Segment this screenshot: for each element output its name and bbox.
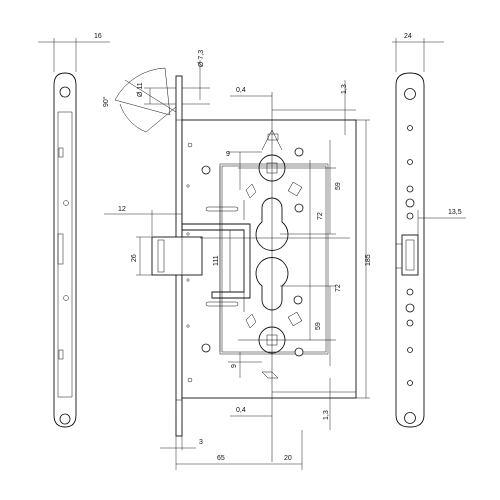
right-faceplate <box>395 72 425 428</box>
latch-height-label: 26 <box>131 254 138 262</box>
inner-height-label: 111 <box>213 255 220 266</box>
offset-top-label: 0,4 <box>236 87 246 94</box>
face-offset-label: 20 <box>284 455 292 462</box>
left-plate-width-label: 16 <box>94 33 102 40</box>
cyl-gap-bottom-label: 9 <box>231 364 238 368</box>
left-faceplate <box>53 72 77 428</box>
faceplate-thickness-label: 3 <box>199 439 203 446</box>
top-gap-label: 1,3 <box>341 84 348 94</box>
backset-label: 65 <box>217 455 225 462</box>
body-dimensions: 0,4 1,3 9 59 72 72 59 185 9 0 <box>104 80 372 470</box>
diameter-small-label: Ø 11 <box>137 82 144 97</box>
right-projection-label: 13,5 <box>448 209 462 216</box>
bottom-gap-label: 1,3 <box>323 410 330 420</box>
hub-to-cyl-top-label: 59 <box>335 182 342 190</box>
latch-width-label: 12 <box>118 206 126 213</box>
dim-right-plate: 24 13,5 <box>392 33 466 236</box>
hub-to-cyl-bottom-label: 59 <box>315 322 322 330</box>
center-to-top-label: 72 <box>317 212 324 220</box>
center-to-bottom-label: 72 <box>335 284 342 292</box>
dim-left-plate-width: 16 <box>38 33 110 72</box>
lock-body <box>151 75 357 462</box>
offset-bottom-label: 0,4 <box>236 407 246 414</box>
angle-label: 90° <box>102 96 110 107</box>
diameter-large-label: Ø 7,3 <box>198 50 205 67</box>
cyl-gap-top-label: 9 <box>226 151 230 158</box>
body-height-label: 185 <box>365 254 372 266</box>
right-plate-width-label: 24 <box>404 33 412 40</box>
